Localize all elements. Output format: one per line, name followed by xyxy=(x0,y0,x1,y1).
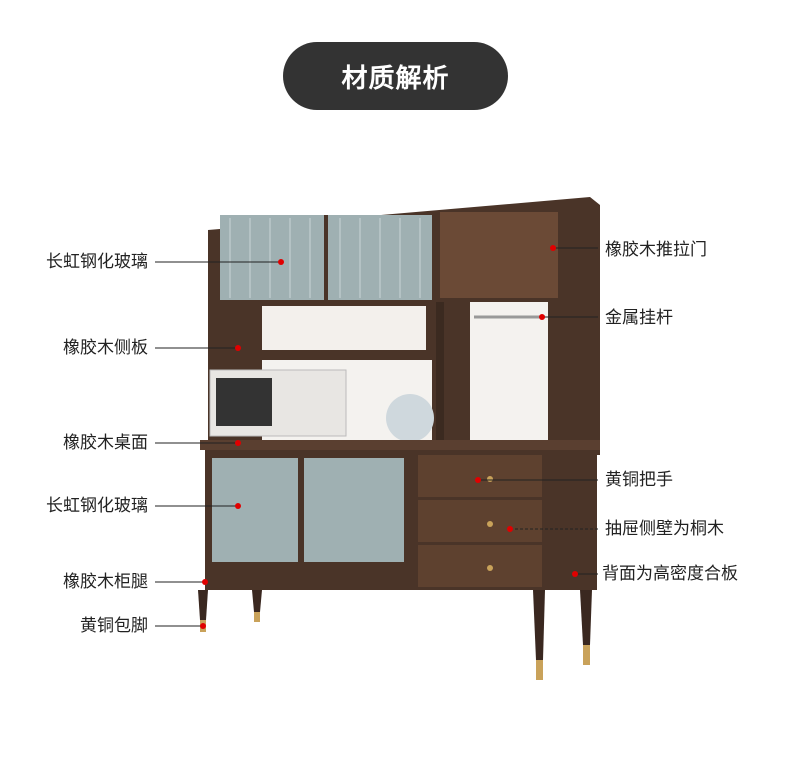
plate xyxy=(386,394,434,442)
drawer-3 xyxy=(418,545,542,587)
label-upper-glass: 长虹钢化玻璃 xyxy=(46,252,148,272)
label-tabletop: 橡胶木桌面 xyxy=(63,433,148,453)
base-cabinet xyxy=(198,440,600,680)
label-sliding-door: 橡胶木推拉门 xyxy=(605,240,707,260)
section-title: 材质解析 xyxy=(283,42,508,110)
drawer-1 xyxy=(418,455,542,497)
label-brass-handle: 黄铜把手 xyxy=(605,470,673,490)
label-brass-feet: 黄铜包脚 xyxy=(80,616,148,636)
lower-glass-door-left xyxy=(212,458,298,562)
label-side-panel: 橡胶木侧板 xyxy=(63,338,148,358)
hutch xyxy=(208,197,600,455)
marker-dots xyxy=(200,245,578,629)
label-lower-glass: 长虹钢化玻璃 xyxy=(46,496,148,516)
label-metal-rail: 金属挂杆 xyxy=(605,308,673,328)
label-legs: 橡胶木柜腿 xyxy=(63,572,148,592)
drawer-2 xyxy=(418,500,542,542)
lower-glass-door-right xyxy=(304,458,404,562)
label-back-panel: 背面为高密度合板 xyxy=(602,564,738,584)
leader-lines xyxy=(155,247,598,627)
sliding-wood-door xyxy=(440,212,558,298)
leg xyxy=(198,590,208,620)
label-drawer-sides: 抽屉侧壁为桐木 xyxy=(605,519,724,539)
